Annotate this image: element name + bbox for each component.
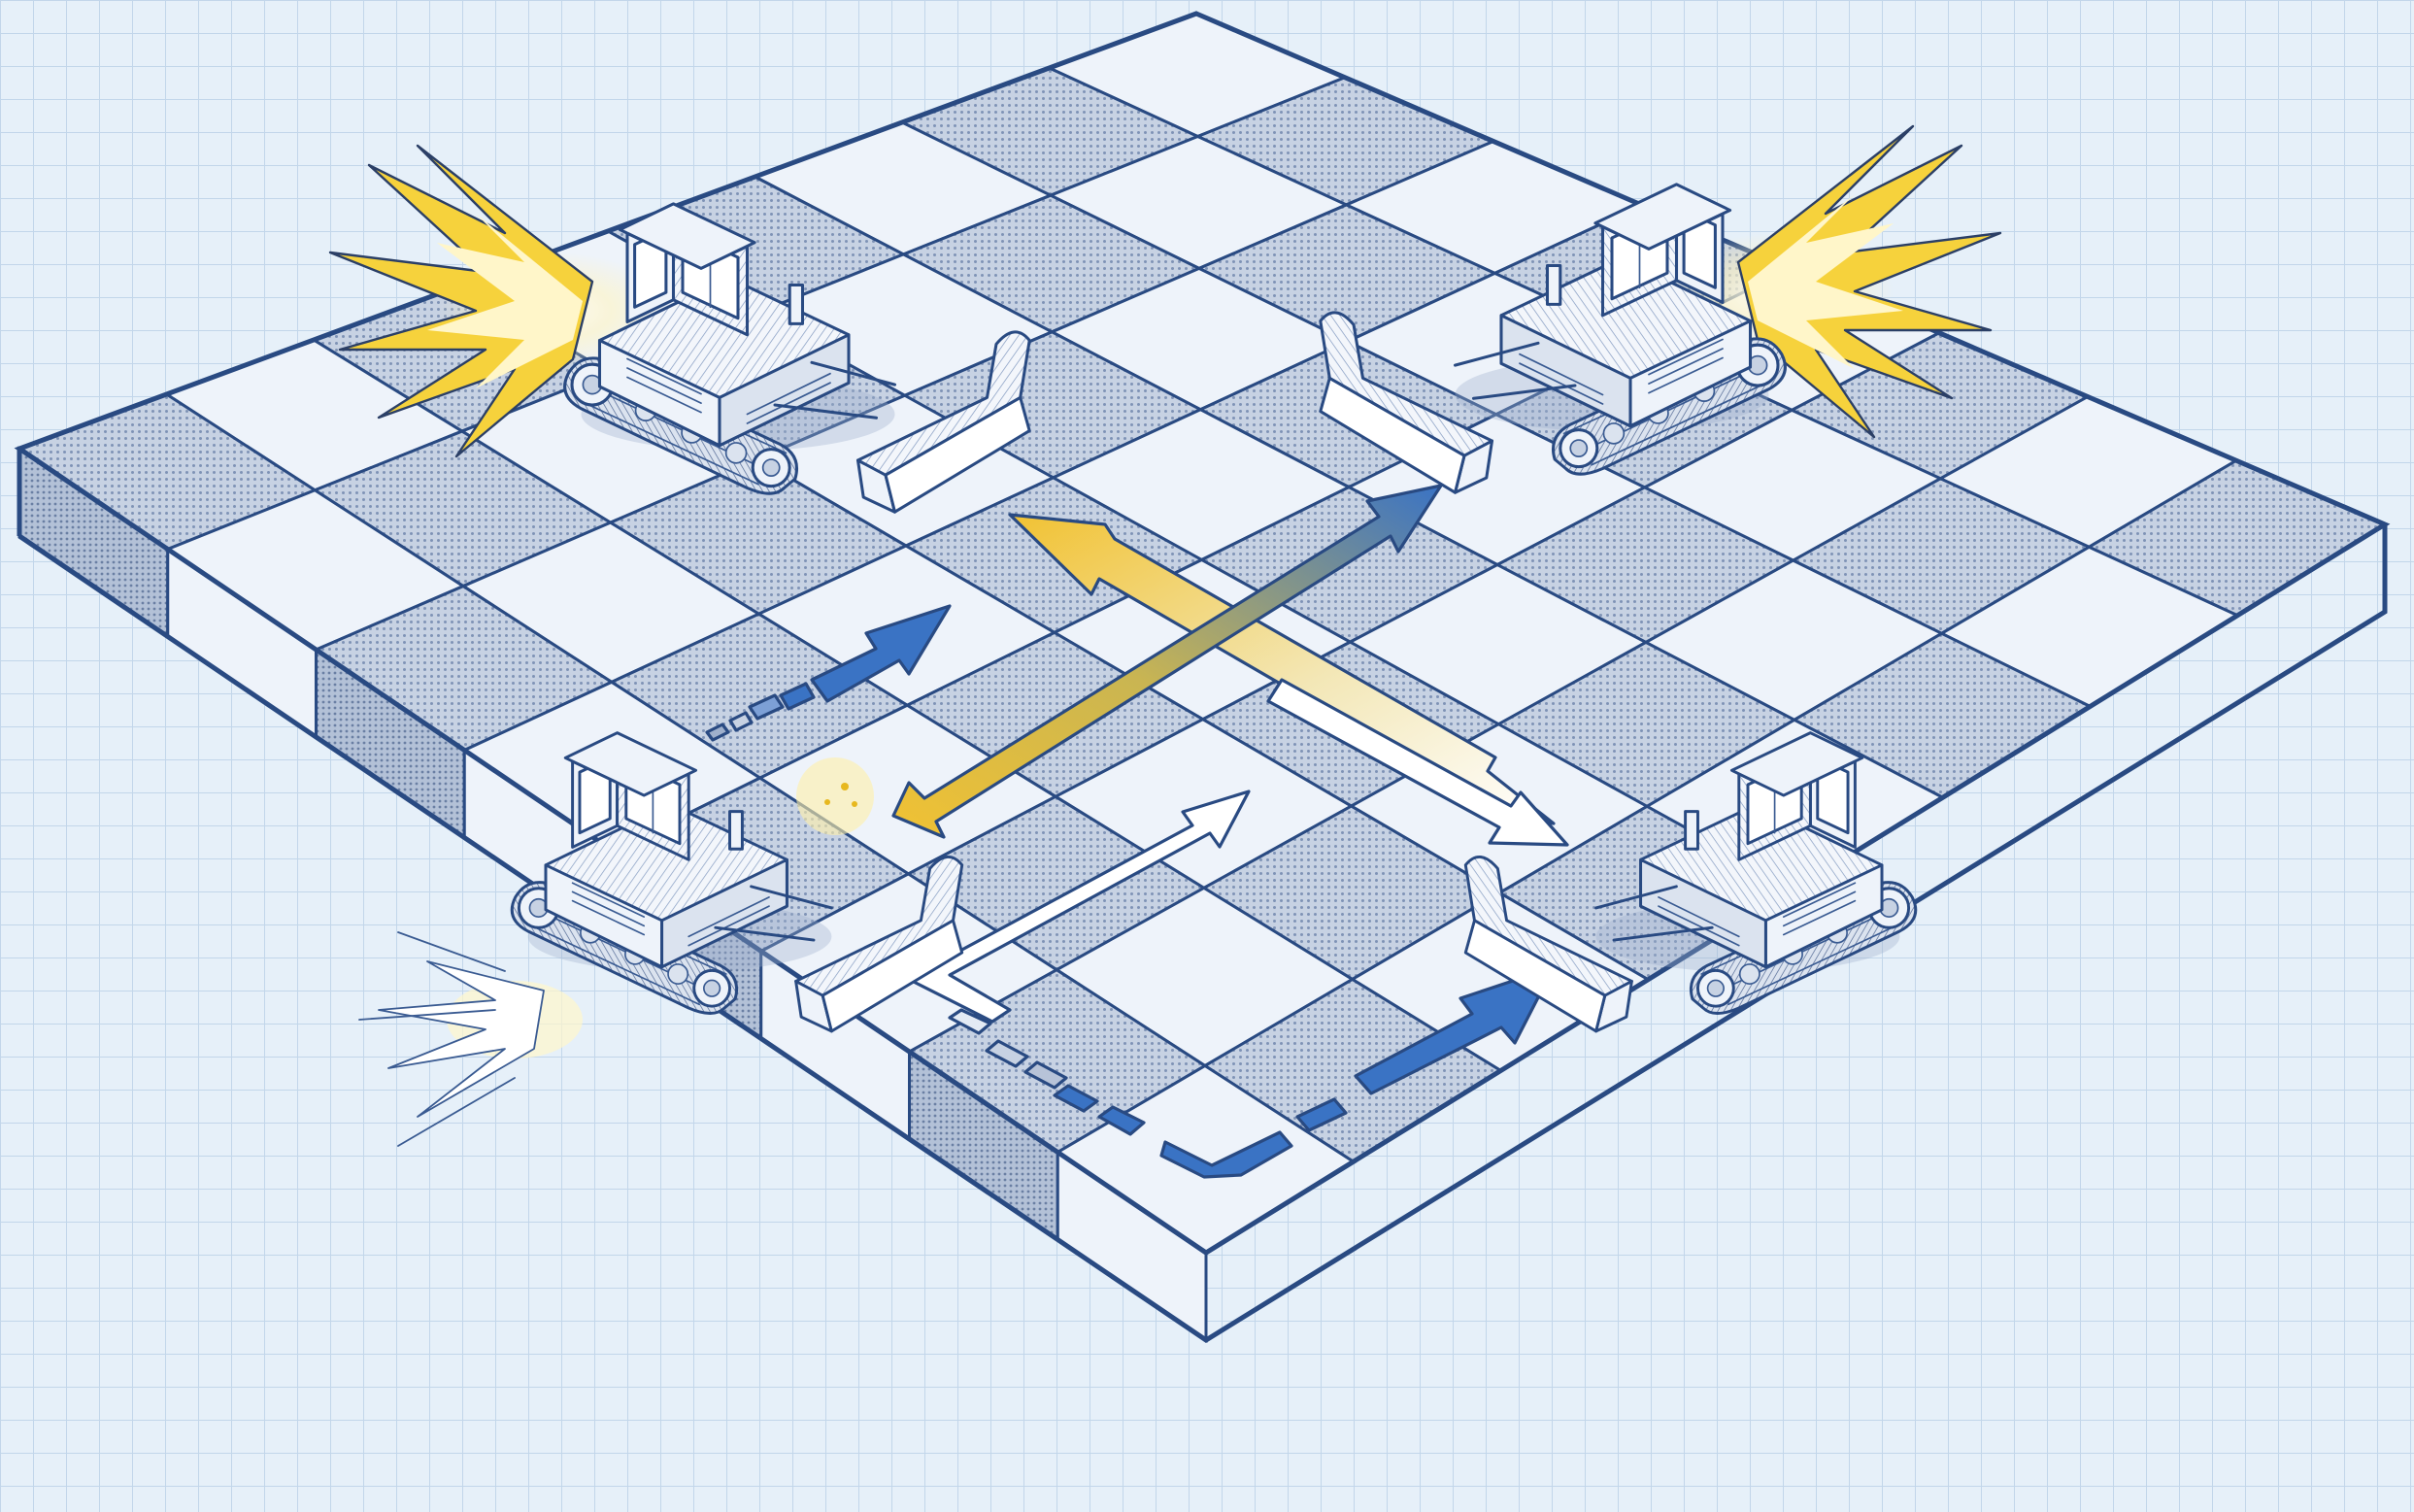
movement-arrows (705, 484, 1569, 1179)
blue-diagonal-arrow (891, 484, 1443, 839)
blue-l-path-arrow (1053, 965, 1556, 1179)
board-top-outline (14, 11, 2391, 1256)
white-l-path-arrow (906, 790, 1251, 1090)
blue-short-arrow (705, 604, 952, 742)
white-diagonal-arrow (1266, 678, 1569, 847)
south-west-dust-icon (796, 757, 874, 835)
